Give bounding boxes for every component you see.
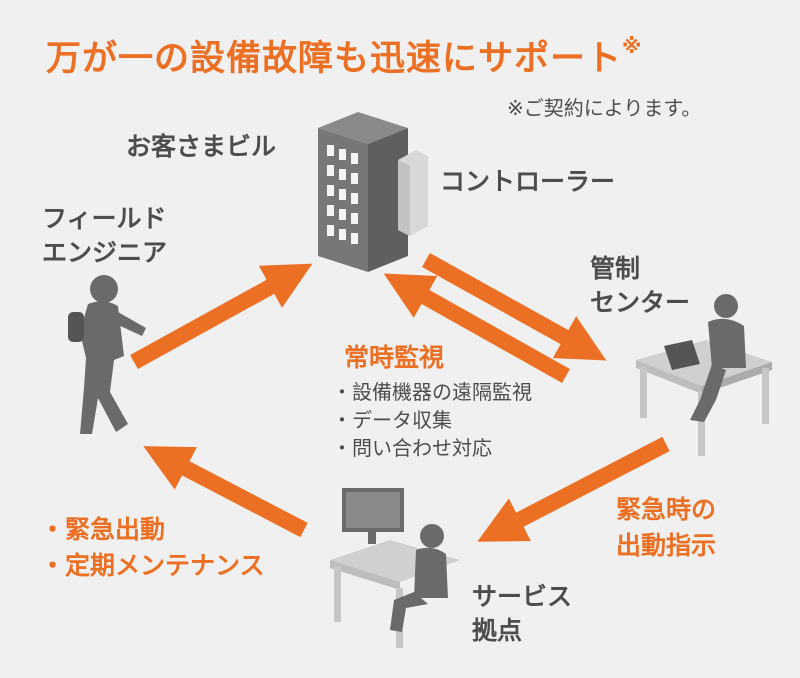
arrow-engineer-to-building [130, 263, 313, 370]
monitoring-item: ・設備機器の遠隔監視 [332, 380, 532, 404]
monitoring-item: ・データ収集 [332, 408, 452, 432]
building-label: お客さまビル [126, 132, 277, 161]
dispatch-label-line2: 出動指示 [616, 531, 717, 560]
service-base-icon [330, 488, 460, 648]
title-note-mark: ※ [622, 34, 643, 58]
arrow-building-to-center [422, 253, 607, 361]
service-label-line2: 拠点 [472, 616, 523, 645]
controller-icon [398, 150, 428, 236]
arrow-service-to-engineer [143, 446, 308, 538]
engineer-label-line2: エンジニア [42, 238, 168, 267]
dispatch-label-line1: 緊急時の [616, 495, 717, 524]
engineer-tasks: ・緊急出動 ・定期メンテナンス [40, 512, 265, 584]
engineer-label-line1: フィールド [42, 204, 167, 233]
arrow-center-to-service [477, 436, 670, 542]
monitoring-block: 常時監視 ・設備機器の遠隔監視 ・データ収集 ・問い合わせ対応 [332, 338, 532, 462]
arrow-center-to-building [383, 273, 570, 383]
monitoring-title: 常時監視 [344, 343, 445, 372]
field-engineer-icon [68, 275, 146, 434]
engineer-label: フィールド エンジニア [42, 202, 167, 270]
controller-label: コントローラー [440, 167, 616, 196]
center-label-line1: 管制 [590, 254, 641, 283]
dispatch-label: 緊急時の 出動指示 [616, 492, 716, 564]
building-icon [318, 112, 408, 272]
engineer-task: ・定期メンテナンス [40, 551, 265, 580]
service-label: サービス 拠点 [472, 580, 572, 648]
center-label: 管制 センター [590, 252, 690, 320]
monitoring-item: ・問い合わせ対応 [332, 436, 492, 460]
center-label-line2: センター [590, 288, 691, 317]
control-center-icon [636, 294, 772, 456]
engineer-task: ・緊急出動 [40, 515, 166, 544]
page-title: 万が一の設備故障も迅速にサポート※ [46, 34, 643, 79]
service-label-line1: サービス [472, 582, 573, 611]
contract-note: ※ご契約によります。 [507, 96, 702, 120]
